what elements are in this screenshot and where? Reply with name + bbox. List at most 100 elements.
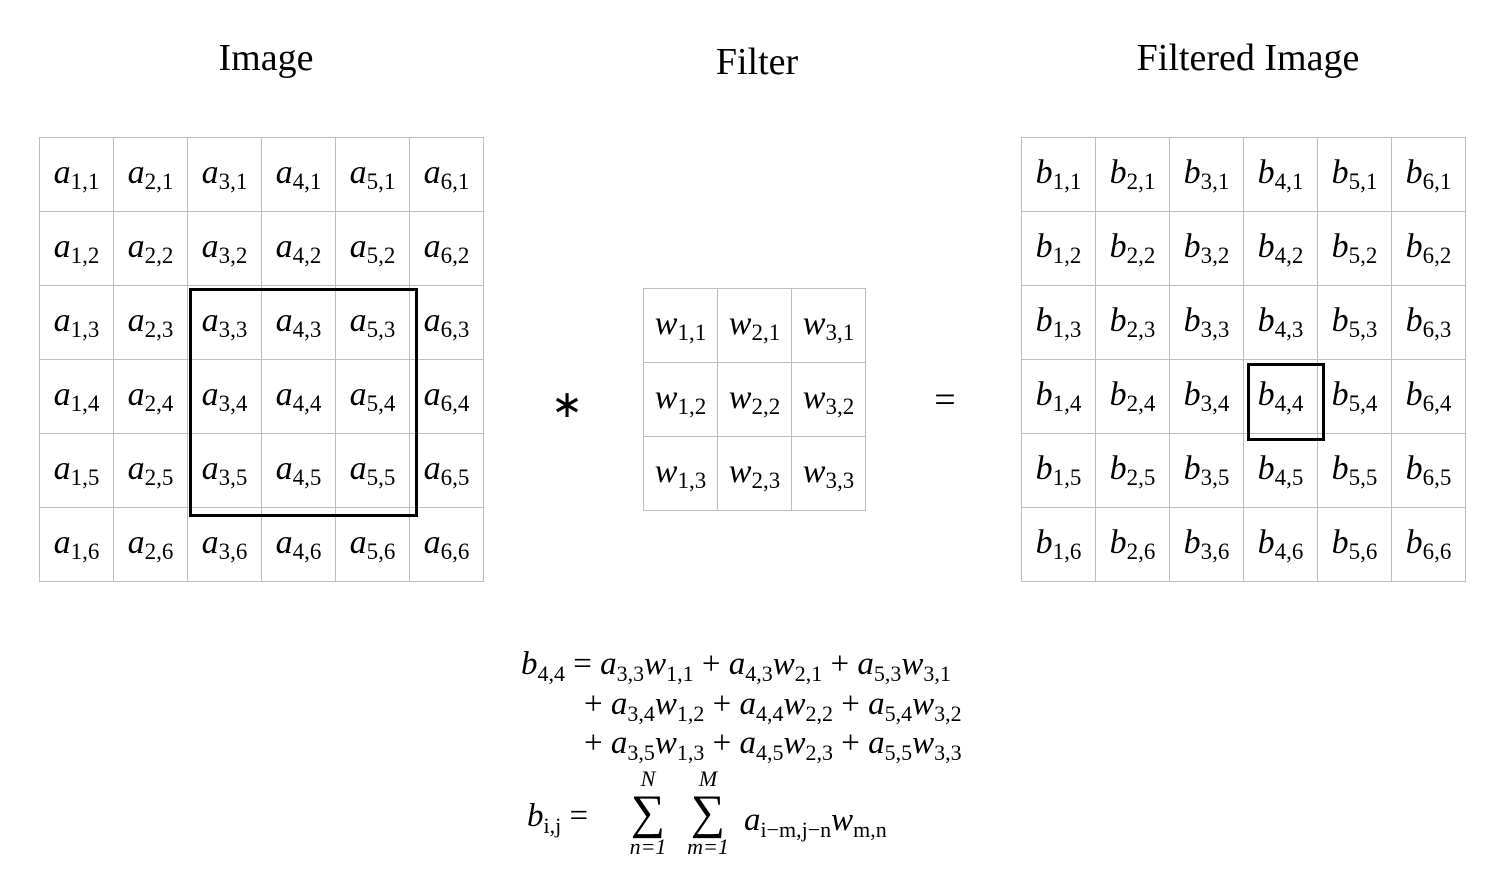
filtered-var: b: [1331, 228, 1349, 265]
filtered-cell: b3,3: [1169, 285, 1244, 360]
filtered-subscript: 3,6: [1200, 539, 1230, 564]
filtered-subscript: 1,6: [1052, 539, 1082, 564]
filtered-var: b: [1109, 228, 1127, 265]
image-cell: a2,5: [113, 433, 188, 508]
term-a-sub: 4,5: [756, 740, 784, 765]
filtered-var: b: [1109, 302, 1127, 339]
eq-plus: +: [584, 725, 603, 761]
eq-equals: =: [573, 646, 592, 682]
general-lhs-sub: i,j: [543, 813, 562, 838]
term-w-sub: 3,1: [923, 661, 951, 686]
image-cell: a4,4: [261, 359, 336, 434]
filter-var: w: [802, 379, 826, 416]
filtered-cell: b2,5: [1095, 433, 1170, 508]
image-cell: a6,6: [409, 507, 484, 582]
filtered-cell: b5,5: [1317, 433, 1392, 508]
filtered-cell: b1,1: [1021, 137, 1096, 212]
image-var: a: [275, 302, 293, 339]
filtered-cell: b3,4: [1169, 359, 1244, 434]
image-subscript: 2,2: [144, 243, 174, 268]
image-subscript: 3,2: [218, 243, 248, 268]
image-cell: a2,1: [113, 137, 188, 212]
convolution-operator: ∗: [551, 384, 583, 426]
image-subscript: 6,3: [440, 317, 470, 342]
term-w-sub: 1,2: [676, 701, 705, 726]
image-var: a: [423, 450, 441, 487]
eq-lhs-var: b: [521, 646, 538, 682]
sum-m-upper: M: [698, 766, 718, 791]
filtered-cell: b2,6: [1095, 507, 1170, 582]
filtered-var: b: [1331, 302, 1349, 339]
filtered-var: b: [1257, 524, 1275, 561]
image-cell: a4,3: [261, 285, 336, 360]
image-subscript: 4,1: [292, 169, 322, 194]
term-a-var: a: [728, 646, 746, 682]
filtered-var: b: [1331, 154, 1349, 191]
filtered-subscript: 3,2: [1200, 243, 1230, 268]
filtered-var: b: [1183, 524, 1201, 561]
filtered-cell: b6,3: [1391, 285, 1466, 360]
filter-subscript: 2,3: [751, 468, 781, 493]
image-subscript: 5,1: [366, 169, 396, 194]
image-subscript: 6,1: [440, 169, 470, 194]
image-subscript: 3,6: [218, 539, 248, 564]
filtered-var: b: [1109, 376, 1127, 413]
image-var: a: [127, 524, 145, 561]
filtered-var: b: [1257, 376, 1275, 413]
sum-over-m: M ∑ m=1: [678, 768, 738, 858]
sum-n-lower: n=1: [629, 833, 667, 859]
filtered-subscript: 6,2: [1422, 243, 1452, 268]
image-var: a: [53, 228, 71, 265]
image-subscript: 3,4: [218, 391, 248, 416]
filtered-cell: b4,3: [1243, 285, 1318, 360]
filtered-var: b: [1331, 376, 1349, 413]
filter-cell: w2,2: [717, 362, 792, 437]
filtered-cell: b3,6: [1169, 507, 1244, 582]
image-subscript: 6,2: [440, 243, 470, 268]
eq-lhs-sub: 4,4: [537, 661, 566, 686]
image-cell: a6,3: [409, 285, 484, 360]
image-subscript: 5,5: [366, 465, 396, 490]
image-subscript: 4,3: [292, 317, 322, 342]
filtered-var: b: [1257, 154, 1275, 191]
image-subscript: 4,2: [292, 243, 322, 268]
filter-var: w: [654, 305, 678, 342]
term-w-var: w: [654, 725, 677, 761]
image-subscript: 3,5: [218, 465, 248, 490]
image-var: a: [127, 302, 145, 339]
filtered-var: b: [1405, 154, 1423, 191]
filter-cell: w3,3: [791, 436, 866, 511]
filtered-var: b: [1109, 450, 1127, 487]
image-subscript: 1,5: [70, 465, 100, 490]
image-var: a: [127, 228, 145, 265]
general-rhs: ai−m,j−nwm,n: [744, 804, 887, 841]
filter-var: w: [728, 453, 752, 490]
image-subscript: 2,6: [144, 539, 174, 564]
image-cell: a4,2: [261, 211, 336, 286]
term-a-sub: 4,4: [756, 701, 784, 726]
image-cell: a6,1: [409, 137, 484, 212]
title-filter: Filter: [715, 41, 799, 83]
image-cell: a2,3: [113, 285, 188, 360]
filtered-subscript: 5,4: [1348, 391, 1378, 416]
filtered-var: b: [1331, 524, 1349, 561]
image-var: a: [275, 228, 293, 265]
image-var: a: [53, 450, 71, 487]
image-cell: a2,4: [113, 359, 188, 434]
image-cell: a3,5: [187, 433, 262, 508]
image-var: a: [201, 302, 219, 339]
filtered-subscript: 2,3: [1126, 317, 1156, 342]
image-var: a: [53, 376, 71, 413]
rhs-a-sub: i−m,j−n: [760, 817, 832, 842]
filtered-subscript: 2,5: [1126, 465, 1156, 490]
filtered-cell: b5,6: [1317, 507, 1392, 582]
filtered-var: b: [1109, 154, 1127, 191]
image-var: a: [349, 154, 367, 191]
term-w-var: w: [783, 725, 806, 761]
